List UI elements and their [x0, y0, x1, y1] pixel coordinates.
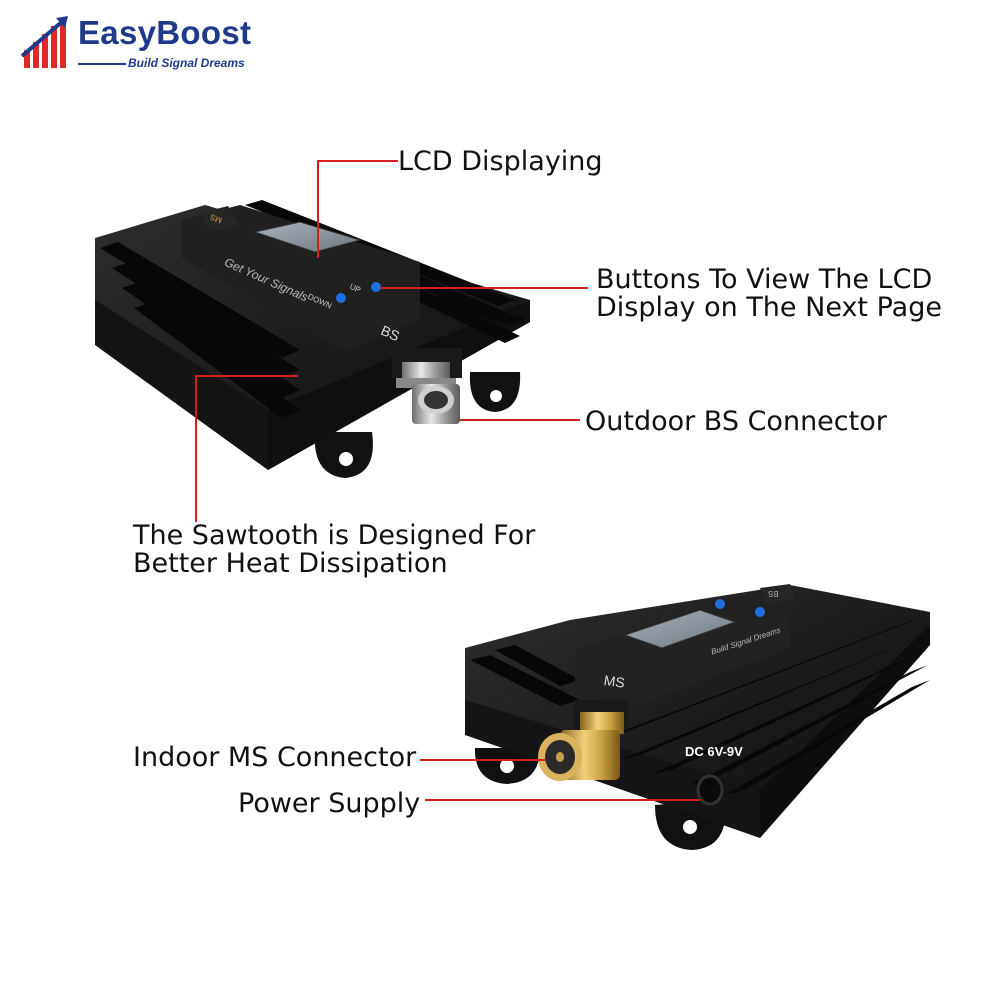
booster-device-top [95, 200, 530, 478]
leader-lcd [317, 160, 398, 258]
callout-power-text: Power Supply [238, 788, 421, 819]
callout-outdoor-text: Outdoor BS Connector [585, 406, 887, 437]
bottom-rear-label: BS [768, 589, 779, 598]
callout-buttons-line2: Display on The Next Page [596, 292, 942, 323]
callout-lcd: LCD Displaying [398, 148, 603, 176]
callout-power: Power Supply [238, 790, 420, 818]
callout-sawtooth-line2: Better Heat Dissipation [133, 548, 448, 579]
down-button [336, 293, 346, 303]
callout-indoor: Indoor MS Connector [133, 744, 416, 772]
callout-outdoor: Outdoor BS Connector [585, 408, 887, 436]
leader-sawtooth [195, 375, 298, 522]
callout-buttons: Buttons To View The LCD Display on The N… [596, 266, 942, 322]
callout-indoor-text: Indoor MS Connector [133, 742, 417, 773]
brand-tagline: Build Signal Dreams [128, 56, 245, 70]
tagline-rule [78, 63, 126, 65]
power-label: DC 6V-9V [685, 744, 743, 759]
callout-sawtooth: The Sawtooth is Designed For Better Heat… [133, 522, 535, 578]
brand-name: EasyBoost [78, 14, 252, 51]
callout-lcd-text: LCD Displaying [398, 146, 603, 177]
callout-sawtooth-line1: The Sawtooth is Designed For [133, 520, 536, 551]
callout-leader-lines [195, 160, 700, 801]
up-button [371, 282, 381, 292]
booster-device-bottom [465, 584, 930, 850]
bottom-down-button [755, 607, 765, 617]
bottom-port-label: MS [602, 672, 626, 691]
bottom-up-button [715, 599, 725, 609]
brand-logo: EasyBoost Build Signal Dreams [20, 12, 260, 74]
signal-bars-icon [20, 16, 68, 68]
callout-buttons-line1: Buttons To View The LCD [596, 264, 933, 295]
